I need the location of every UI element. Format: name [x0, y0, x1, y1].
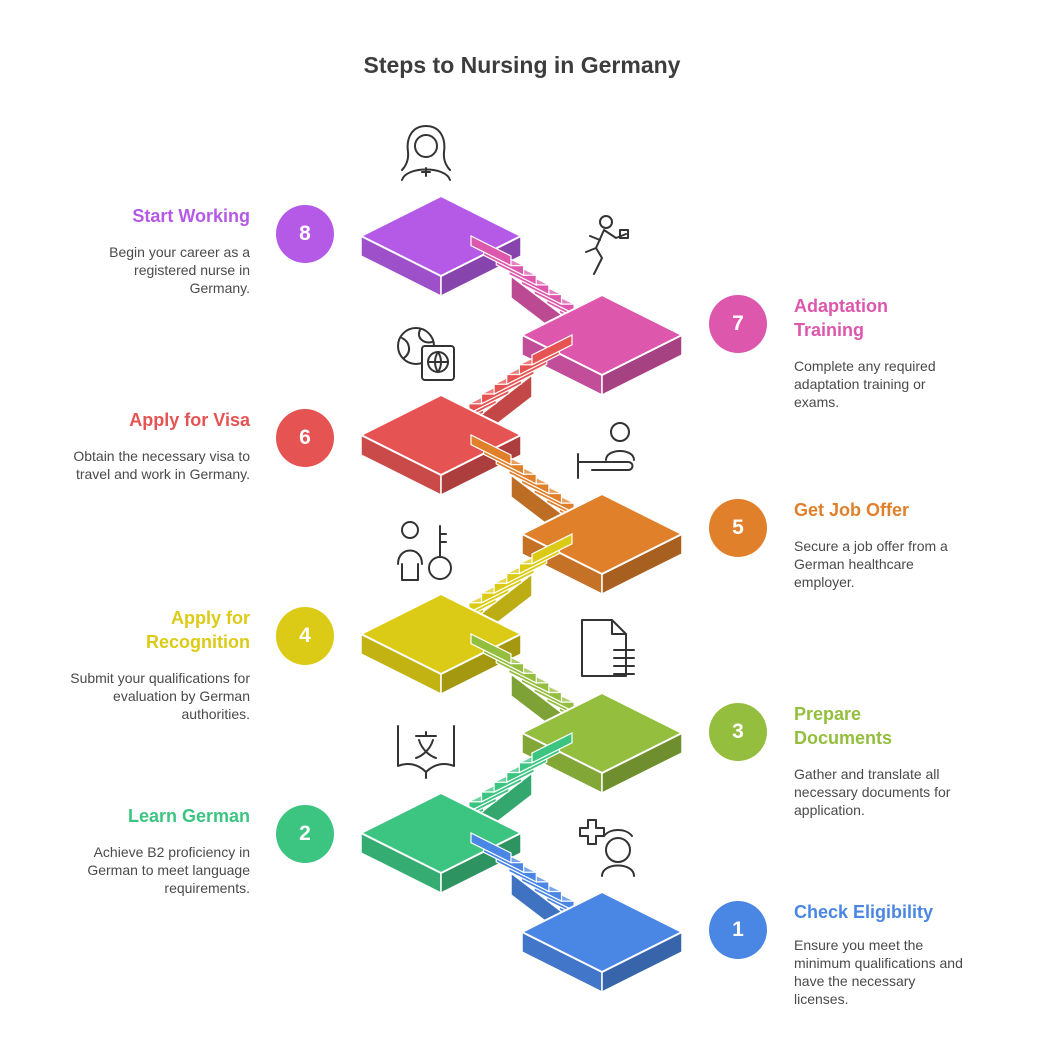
step-6-badge: 6	[276, 409, 334, 467]
step-7-title: Adaptation Training	[794, 296, 888, 340]
training-figure-icon	[585, 215, 629, 275]
step-3-badge: 3	[709, 703, 767, 761]
platform-1	[521, 891, 683, 994]
step-1-description: Ensure you meet the minimum qualificatio…	[794, 937, 963, 1007]
step-2-badge: 2	[276, 805, 334, 863]
step-2-description: Achieve B2 proficiency in German to meet…	[87, 844, 250, 896]
step-7-badge: 7	[709, 295, 767, 353]
step-3-title: Prepare Documents	[794, 704, 893, 748]
step-8-title: Start Working	[132, 206, 250, 226]
step-1-badge: 1	[709, 901, 767, 959]
page-title: Steps to Nursing in Germany	[363, 52, 681, 78]
step-4-description: Submit your qualifications for evaluatio…	[70, 670, 250, 722]
person-desk-icon	[577, 422, 635, 479]
step-2-title: Learn German	[127, 806, 250, 826]
step-4-title: Apply for Recognition	[146, 608, 250, 652]
step-8-description: Begin your career as a registered nurse …	[109, 244, 250, 296]
platform-2	[360, 792, 522, 895]
platform-8	[360, 195, 522, 298]
translate-book-icon	[397, 725, 455, 779]
step-5-title: Get Job Offer	[794, 500, 910, 520]
globe-passport-icon	[397, 327, 455, 381]
step-5-badge: 5	[709, 499, 767, 557]
step-1-title: Check Eligibility	[794, 902, 934, 922]
step-3-description: Gather and translate all necessary docum…	[794, 766, 951, 818]
step-6-description: Obtain the necessary visa to travel and …	[73, 448, 250, 482]
person-key-icon	[397, 521, 452, 581]
platform-7	[521, 294, 683, 397]
document-icon	[581, 619, 635, 677]
step-6-title: Apply for Visa	[129, 410, 250, 430]
step-5-description: Secure a job offer from a German healthc…	[794, 538, 948, 590]
step-4-badge: 4	[276, 607, 334, 665]
nurse-woman-icon	[401, 125, 451, 181]
nurse-medical-icon	[579, 819, 635, 877]
step-7-description: Complete any required adaptation trainin…	[794, 358, 936, 410]
step-8-badge: 8	[276, 205, 334, 263]
